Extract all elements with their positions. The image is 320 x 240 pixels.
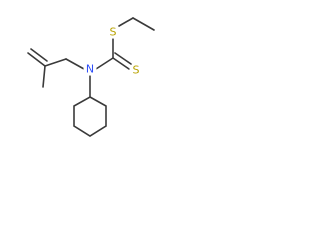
bond-skeleton xyxy=(27,17,155,137)
bond-n-ch2 xyxy=(65,58,85,70)
bond-c-s-double-inner xyxy=(114,52,132,65)
sulfur-thione-atom: S xyxy=(129,63,143,77)
sulfur-thioether-atom: S xyxy=(106,25,120,39)
bond-n-thiocarbonyl-c xyxy=(95,57,114,70)
cyclohexane-ring xyxy=(73,96,107,137)
bond-ethyl-ch2-ch3 xyxy=(132,17,155,31)
atom-labels: N S S xyxy=(83,25,143,77)
bond-alkene-double-outer xyxy=(27,52,46,67)
bond-alkene-methyl xyxy=(42,65,46,88)
chemical-structure-diagram: N S S xyxy=(27,17,155,137)
nitrogen-atom: N xyxy=(83,62,97,76)
bond-s-ethyl-ch2 xyxy=(118,17,134,27)
bond-c-s-double-outer xyxy=(112,57,130,70)
bond-alkene-double-inner xyxy=(30,48,48,62)
sulfur-thione-label: S xyxy=(133,64,140,77)
sulfur-thioether-label: S xyxy=(110,26,117,39)
nitrogen-label: N xyxy=(86,63,94,76)
bond-ch2-alkene-c xyxy=(44,58,67,67)
